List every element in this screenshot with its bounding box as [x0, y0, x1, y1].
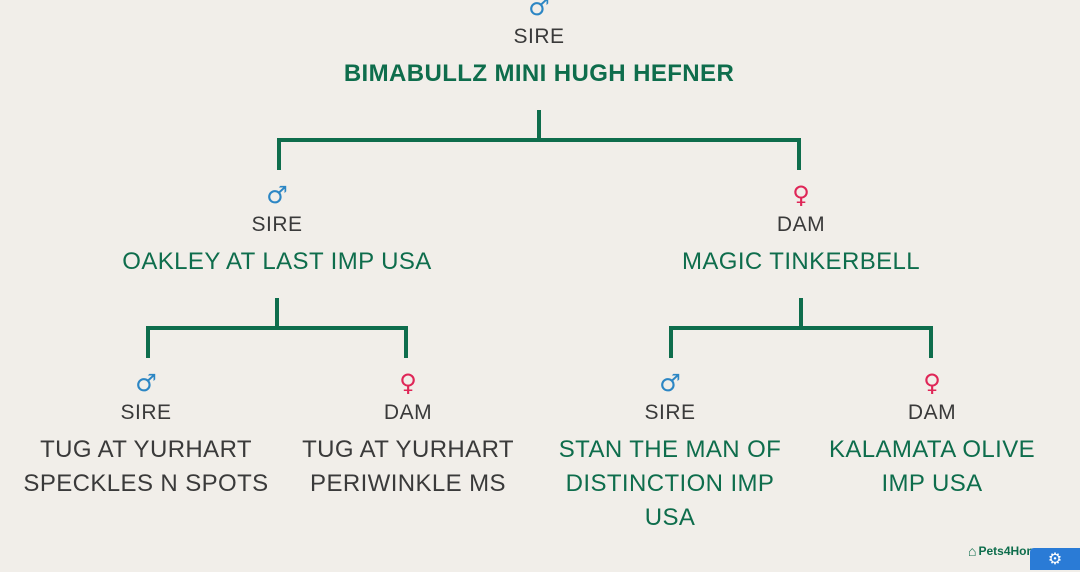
- node-root: ♂ SIRE BIMABULLZ MINI HUGH HEFNER: [279, 0, 799, 91]
- node-sire-sire-name: TUG AT YURHART SPECKLES N SPOTS: [23, 436, 269, 497]
- gear-icon: ⚙: [1047, 551, 1063, 568]
- female-sign-icon: ♀: [792, 181, 810, 209]
- node-root-name: BIMABULLZ MINI HUGH HEFNER: [343, 60, 735, 87]
- node-sire-dam: ♀ DAM TUG AT YURHART PERIWINKLE MS: [283, 370, 533, 501]
- node-sire-dam-name: TUG AT YURHART PERIWINKLE MS: [302, 436, 514, 497]
- node-root-role: SIRE: [513, 25, 565, 48]
- settings-corner-button[interactable]: ⚙: [1030, 548, 1080, 570]
- dam-branch: [669, 326, 933, 358]
- node-dam-sire-role: SIRE: [644, 401, 696, 424]
- root-branch: [277, 138, 801, 170]
- node-sire-sire-role: SIRE: [120, 401, 172, 424]
- node-dam-sire: ♂ SIRE STAN THE MAN OF DISTINCTION IMP U…: [545, 370, 795, 535]
- sire-branch: [146, 326, 408, 358]
- node-sire-name: OAKLEY AT LAST IMP USA: [122, 248, 432, 275]
- node-sire-sire: ♂ SIRE TUG AT YURHART SPECKLES N SPOTS: [21, 370, 271, 501]
- node-dam-role: DAM: [776, 213, 826, 236]
- node-sire-dam-role: DAM: [383, 401, 433, 424]
- node-sire-role: SIRE: [251, 213, 303, 236]
- node-dam-name: MAGIC TINKERBELL: [681, 248, 921, 275]
- female-sign-icon: ♀: [399, 369, 417, 397]
- male-sign-icon: ♂: [135, 369, 157, 397]
- node-sire: ♂ SIRE OAKLEY AT LAST IMP USA: [97, 182, 457, 279]
- male-sign-icon: ♂: [528, 0, 550, 21]
- paw-house-icon: ⌂: [968, 543, 977, 559]
- male-sign-icon: ♂: [266, 181, 288, 209]
- node-dam-sire-name: STAN THE MAN OF DISTINCTION IMP USA: [558, 436, 782, 531]
- node-dam: ♀ DAM MAGIC TINKERBELL: [621, 182, 981, 279]
- male-sign-icon: ♂: [659, 369, 681, 397]
- female-sign-icon: ♀: [923, 369, 941, 397]
- node-dam-dam-role: DAM: [907, 401, 957, 424]
- node-dam-dam-name: KALAMATA OLIVE IMP USA: [828, 436, 1036, 497]
- node-dam-dam: ♀ DAM KALAMATA OLIVE IMP USA: [807, 370, 1057, 501]
